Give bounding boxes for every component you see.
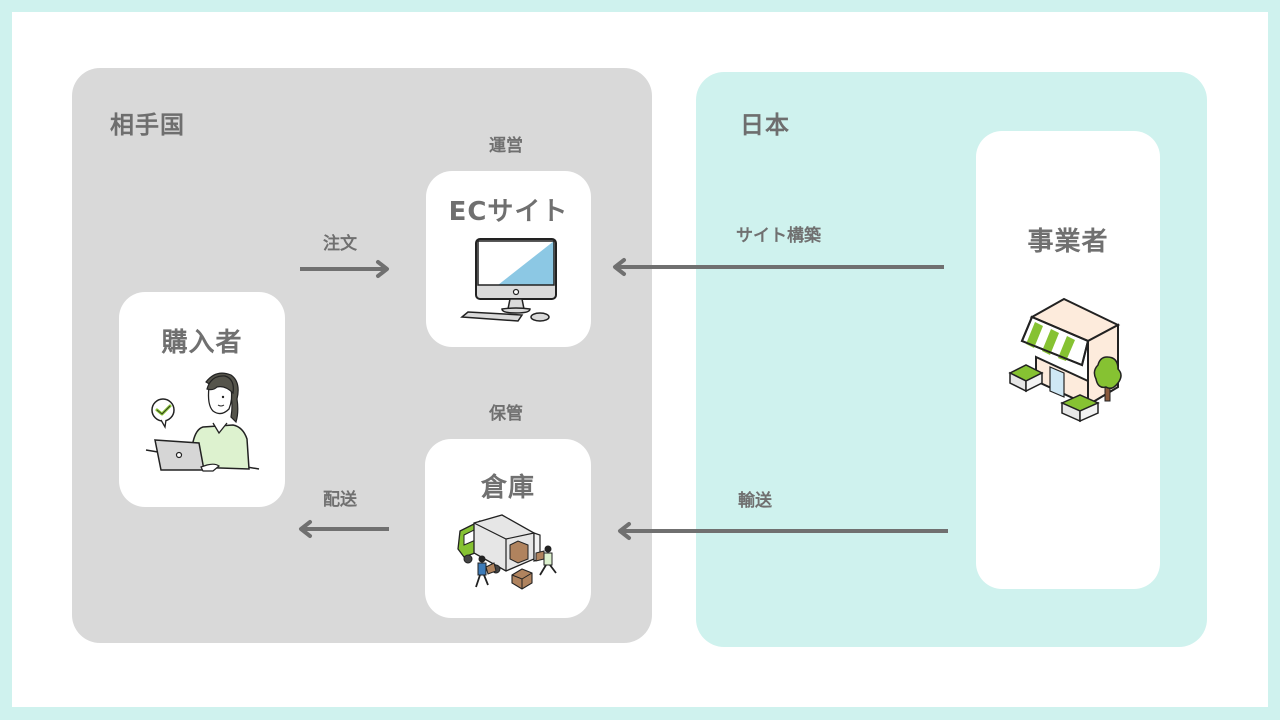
node-warehouse-label: 倉庫 <box>480 473 535 503</box>
edge-order-label: 注文 <box>323 234 357 254</box>
edge-transport-arrow <box>615 521 951 541</box>
edge-transport-label: 輸送 <box>738 491 772 511</box>
edge-site-build-label: サイト構築 <box>736 226 821 246</box>
node-ec-site-label: ECサイト <box>448 197 569 227</box>
edge-order-arrow <box>298 259 393 279</box>
node-warehouse[interactable]: 倉庫 <box>425 439 591 618</box>
node-business[interactable]: 事業者 <box>976 131 1160 589</box>
region-japan-label: 日本 <box>740 111 790 139</box>
delivery-truck-icon <box>452 513 562 593</box>
node-ec-site-caption: 運営 <box>489 136 523 156</box>
node-buyer-label: 購入者 <box>161 328 243 358</box>
node-warehouse-caption: 保管 <box>489 404 523 424</box>
storefront-icon <box>1006 295 1131 425</box>
edge-delivery-label: 配送 <box>323 490 357 510</box>
node-business-label: 事業者 <box>1027 227 1109 257</box>
node-ec-site[interactable]: ECサイト <box>426 171 591 347</box>
region-foreign-label: 相手国 <box>110 111 185 139</box>
node-buyer[interactable]: 購入者 <box>119 292 285 507</box>
edge-delivery-arrow <box>296 519 391 539</box>
person-laptop-icon <box>141 367 266 482</box>
edge-site-build-arrow <box>610 257 946 277</box>
desktop-computer-icon <box>458 237 558 325</box>
